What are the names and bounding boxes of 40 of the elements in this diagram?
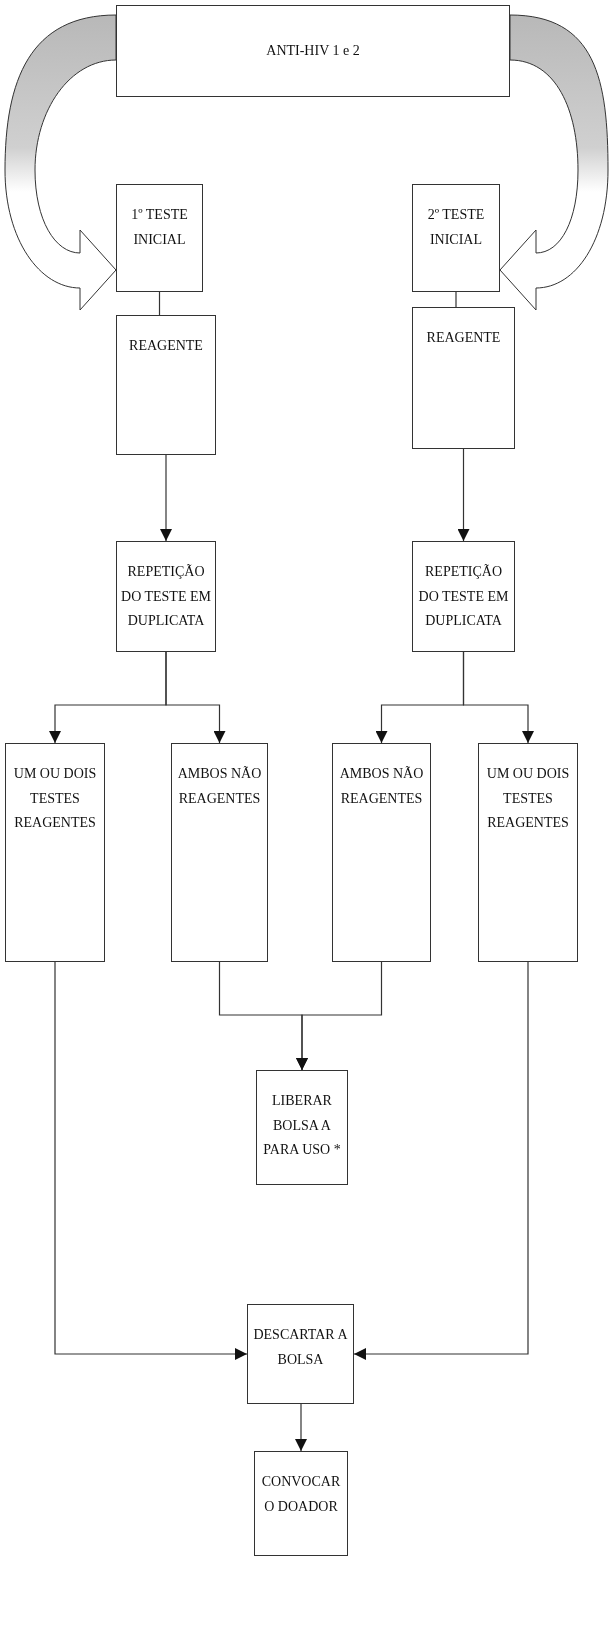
box-label: REPETIÇÃO DO TESTE EM DUPLICATA [417, 563, 510, 630]
curved-block-arrow [4, 14, 117, 311]
process-box [116, 315, 216, 455]
box-label: AMBOS NÃO REAGENTES [338, 765, 425, 808]
box-label: REPETIÇÃO DO TESTE EM DUPLICATA [120, 563, 212, 630]
connector-line [455, 291, 457, 308]
box-label: UM OU DOIS TESTES REAGENTES [12, 765, 98, 832]
process-box [412, 184, 500, 292]
process-box [332, 743, 431, 962]
connector-line [158, 291, 161, 316]
process-box [5, 743, 105, 962]
process-box [412, 307, 515, 449]
box-label: 2º TESTE INICIAL [426, 206, 486, 249]
box-label: UM OU DOIS TESTES REAGENTES [485, 765, 571, 832]
box-label: REAGENTE [128, 337, 204, 355]
arrow [165, 651, 226, 744]
process-box [116, 184, 203, 292]
process-box [116, 541, 216, 652]
box-label: AMBOS NÃO REAGENTES [176, 765, 263, 808]
arrow [295, 1403, 307, 1452]
box-label: 1º TESTE INICIAL [130, 206, 189, 249]
process-box [478, 743, 578, 962]
box-label: DESCARTAR A BOLSA [252, 1326, 349, 1369]
process-box [254, 1451, 348, 1556]
process-box [412, 541, 515, 652]
process-box [116, 5, 510, 97]
arrow [353, 961, 529, 1360]
box-label: LIBERAR BOLSA A PARA USO * [262, 1092, 342, 1159]
process-box [171, 743, 268, 962]
process-box [256, 1070, 348, 1185]
box-label: REAGENTE [425, 329, 502, 347]
box-label: CONVOCAR O DOADOR [260, 1473, 342, 1516]
arrow [296, 961, 383, 1071]
curved-block-arrow [499, 14, 609, 311]
arrow [160, 454, 172, 542]
process-box [247, 1304, 354, 1404]
arrow [462, 651, 534, 744]
arrow [457, 448, 470, 542]
arrow [54, 961, 248, 1360]
box-label: ANTI-HIV 1 e 2 [266, 41, 360, 60]
